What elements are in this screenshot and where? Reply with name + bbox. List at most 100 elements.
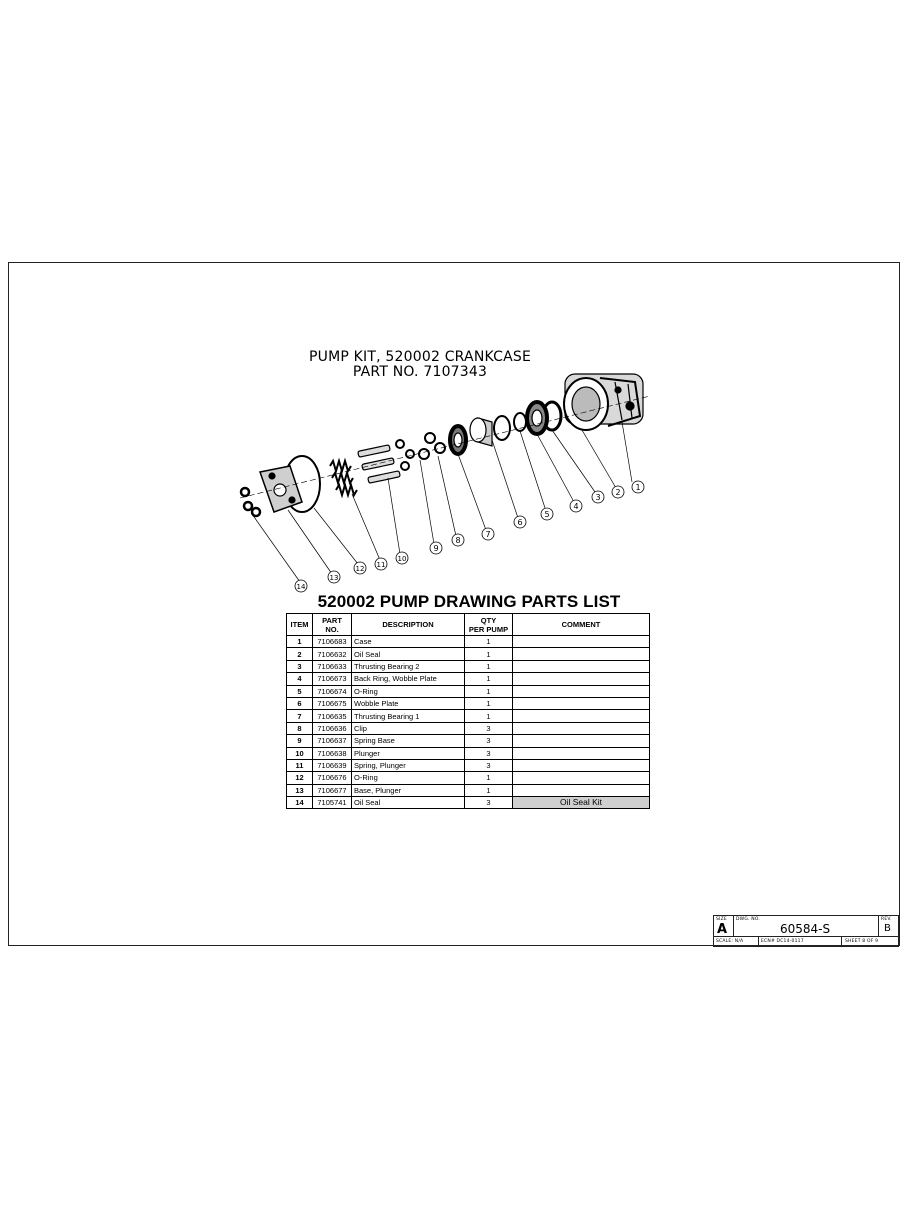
cell-qty: 1: [464, 647, 513, 661]
cell-comment: [512, 672, 650, 686]
case-part-illustration: [563, 373, 644, 431]
drawing-number-cell: DWG. NO. 60584-S: [734, 916, 879, 937]
cell-item: 5: [286, 684, 313, 698]
cell-comment: [512, 647, 650, 661]
cell-comment: [512, 721, 650, 736]
cell-qty: 1: [464, 659, 513, 674]
callout-5: 5: [544, 510, 549, 519]
cell-qty: 1: [464, 771, 513, 785]
cell-qty: 1: [464, 684, 513, 698]
header-qty-line1: QTY: [480, 615, 497, 625]
rev-value: B: [884, 923, 891, 934]
callout-8: 8: [455, 536, 460, 545]
header-qty: QTY PER PUMP: [464, 613, 513, 636]
cell-comment: [512, 758, 650, 773]
cell-part-no: 7106638: [312, 746, 352, 760]
drawing-title-line2: PART NO. 7107343: [352, 364, 488, 380]
cell-description: Spring, Plunger: [351, 758, 465, 773]
cell-description: Clip: [351, 721, 465, 736]
cell-comment: [512, 634, 650, 649]
callout-2: 2: [615, 488, 620, 497]
cell-item: 8: [286, 721, 313, 736]
cell-item: 4: [286, 672, 313, 686]
cell-qty: 3: [464, 746, 513, 760]
cell-description: Thrusting Bearing 2: [351, 659, 465, 674]
callout-4: 4: [573, 502, 578, 511]
cell-qty: 1: [464, 783, 513, 798]
dwg-no-value: 60584-S: [780, 922, 831, 936]
cell-item: 13: [286, 783, 313, 798]
cell-part-no: 7106677: [312, 783, 352, 798]
ecn-text: ECN# DC14-0117: [761, 939, 804, 944]
revision-cell: REV. B: [879, 916, 899, 937]
cell-part-no: 7106636: [312, 721, 352, 736]
size-label: SIZE: [716, 917, 727, 922]
scale-cell: SCALE: N/A: [714, 937, 759, 947]
callout-12: 12: [356, 565, 365, 573]
cell-item: 12: [286, 771, 313, 785]
drawing-sheet-border: [8, 262, 900, 946]
callout-9: 9: [433, 544, 438, 553]
cell-description: Wobble Plate: [351, 696, 465, 711]
cell-description: Base, Plunger: [351, 783, 465, 798]
cell-part-no: 7106635: [312, 709, 352, 723]
cell-part-no: 7105741: [312, 796, 352, 810]
cell-part-no: 7106639: [312, 758, 352, 773]
cell-description: Plunger: [351, 746, 465, 760]
cell-description: O-Ring: [351, 771, 465, 785]
dwg-no-label: DWG. NO.: [736, 917, 761, 922]
cell-part-no: 7106676: [312, 771, 352, 785]
cell-comment: [512, 659, 650, 674]
header-description: DESCRIPTION: [351, 613, 465, 636]
callout-11: 11: [377, 561, 386, 569]
cell-qty: 3: [464, 734, 513, 748]
cell-comment: [512, 734, 650, 748]
cell-part-no: 7106633: [312, 659, 352, 674]
cell-comment: [512, 746, 650, 760]
drawing-title: PUMP KIT, 520002 CRANKCASE PART NO. 7107…: [300, 350, 540, 380]
callout-10: 10: [398, 555, 407, 563]
cell-description: O-Ring: [351, 684, 465, 698]
size-value: A: [717, 922, 728, 937]
cell-item: 11: [286, 758, 313, 773]
callout-7: 7: [485, 530, 490, 539]
cell-qty: 3: [464, 721, 513, 736]
cell-qty: 1: [464, 709, 513, 723]
callout-14: 14: [297, 583, 306, 591]
cell-qty: 3: [464, 758, 513, 773]
cell-comment: Oil Seal Kit: [512, 796, 650, 810]
cell-qty: 1: [464, 696, 513, 711]
cell-comment: [512, 684, 650, 698]
callout-1: 1: [635, 483, 640, 492]
drawing-title-line1: PUMP KIT, 520002 CRANKCASE: [308, 349, 531, 365]
cell-comment: [512, 696, 650, 711]
cell-description: Oil Seal: [351, 647, 465, 661]
cell-qty: 1: [464, 634, 513, 649]
parts-table-header-row: ITEM PART NO. DESCRIPTION QTY PER PUMP C…: [286, 613, 650, 636]
cell-item: 14: [286, 796, 313, 810]
cell-comment: [512, 783, 650, 798]
size-cell: SIZE A: [714, 916, 734, 937]
cell-item: 9: [286, 734, 313, 748]
cell-item: 6: [286, 696, 313, 711]
cell-description: Spring Base: [351, 734, 465, 748]
header-qty-line2: PER PUMP: [468, 624, 509, 634]
cell-description: Back Ring, Wobble Plate: [351, 672, 465, 686]
sheet-cell: SHEET 8 OF 9: [842, 937, 899, 947]
callout-13: 13: [330, 574, 339, 582]
cell-part-no: 7106675: [312, 696, 352, 711]
scale-text: SCALE: N/A: [716, 939, 744, 944]
